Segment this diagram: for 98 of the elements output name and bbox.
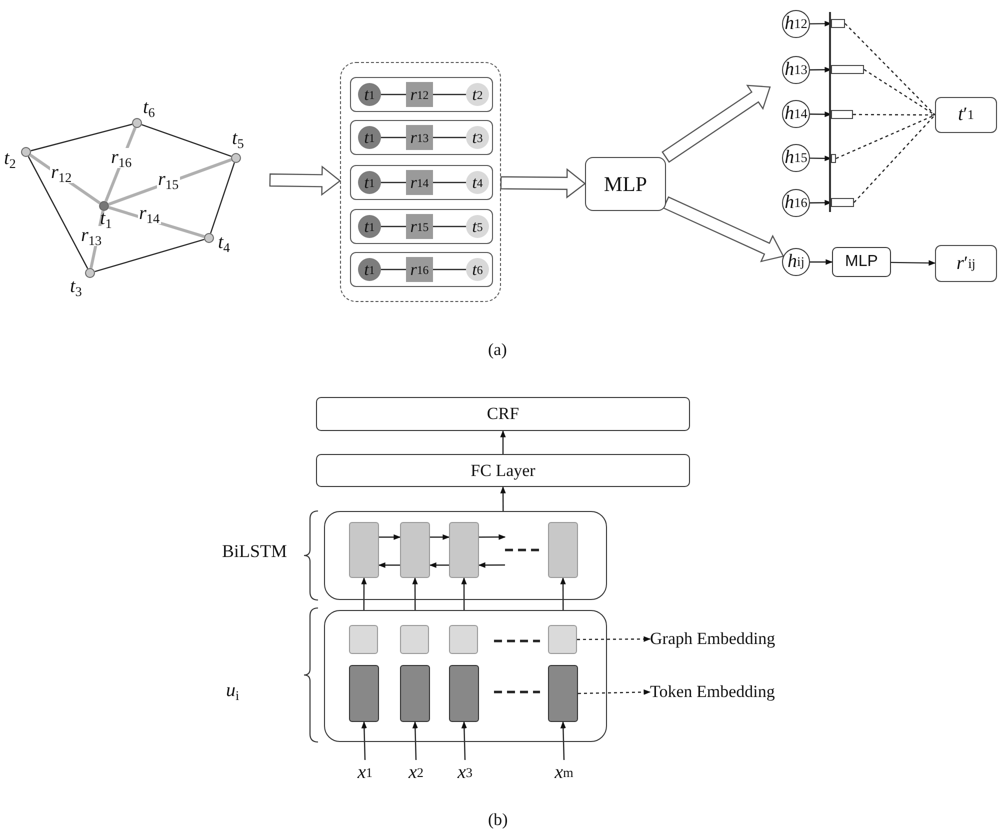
block-arrow [500, 168, 586, 199]
vertex-label: t$_{4}$ [218, 232, 230, 254]
lstm-cell [548, 522, 578, 578]
row-box [350, 209, 493, 244]
arrow [500, 486, 506, 511]
block-arrow [662, 196, 784, 262]
attention-bar [831, 154, 836, 163]
graph-embedding-block [548, 625, 577, 654]
token-embedding-block [548, 665, 578, 722]
row-box [350, 120, 493, 155]
token-embedding-block [449, 665, 479, 722]
arrow [810, 200, 832, 206]
connector-line [433, 226, 466, 228]
attention-bar [831, 198, 854, 207]
arrow [429, 562, 449, 568]
dashed-arrow [578, 689, 651, 695]
row-box [350, 252, 493, 287]
arrow [361, 721, 367, 760]
arrow [891, 260, 936, 266]
edge-label: r$_{16}$ [110, 148, 133, 168]
lstm-cell [449, 522, 479, 578]
arrow [810, 112, 832, 118]
arrow [500, 430, 506, 454]
vertex-label: t$_{2}$ [4, 148, 16, 170]
arrow [461, 721, 467, 760]
arrow [560, 577, 566, 610]
token-embedding-block [349, 665, 379, 722]
layer-box: FC Layer [316, 454, 690, 487]
arrow [479, 534, 506, 540]
connector-line [108, 206, 205, 238]
layer-panel [324, 610, 607, 742]
row-box [350, 165, 493, 200]
connector-line [381, 268, 406, 270]
connector-line [433, 268, 466, 270]
dashed-line [854, 114, 936, 203]
connector-line [433, 136, 466, 138]
mlp-box: MLP [585, 157, 666, 211]
arrow [412, 577, 418, 610]
layer-name: BiLSTM [222, 541, 288, 562]
connector-line [433, 182, 466, 184]
connector-line [381, 182, 406, 184]
connector-line [108, 158, 232, 206]
block-arrow [662, 84, 771, 163]
arrow [560, 721, 566, 760]
attention-bar [831, 110, 853, 119]
vertex-label: t$_{1}$ [100, 208, 112, 230]
connector-line [381, 94, 406, 96]
dashed-line [844, 23, 936, 116]
arrow [379, 534, 401, 540]
connector-line [30, 124, 132, 152]
arrow [412, 721, 418, 760]
arrow [810, 20, 832, 26]
panel-label: (a) [488, 340, 507, 360]
dashed-line [836, 114, 936, 160]
graph-embedding-block [449, 625, 478, 654]
lstm-cell [349, 522, 379, 578]
arrow [378, 562, 400, 568]
arrow [810, 156, 832, 162]
arrow [430, 534, 450, 540]
layer-name: u$_{i}$ [226, 680, 240, 702]
connector-line [381, 136, 406, 138]
arrow [810, 66, 832, 73]
layer-box: CRF [316, 397, 690, 431]
connector-line [90, 210, 104, 268]
connector-line [142, 124, 232, 157]
connector-line [94, 238, 204, 272]
arrow [810, 259, 833, 265]
connector-line [29, 154, 101, 204]
connector-line [381, 226, 406, 228]
dashed-line [853, 114, 935, 116]
dashed-container [340, 62, 501, 302]
attention-bar [831, 19, 845, 28]
arrow [461, 577, 467, 610]
layer-panel [324, 511, 607, 600]
arrow [478, 562, 505, 568]
connector-line [104, 127, 137, 202]
arrow [361, 577, 367, 610]
panel-label: (b) [488, 810, 508, 830]
connector-line [433, 94, 466, 96]
block-arrow [269, 165, 341, 196]
row-box [350, 77, 493, 112]
lstm-cell [400, 522, 430, 578]
embedding-label: Graph Embedding [650, 628, 820, 650]
token-embedding-block [400, 665, 430, 722]
attention-bar [831, 65, 864, 74]
graph-embedding-block [400, 625, 429, 654]
mlp-box: MLP [832, 247, 891, 277]
edge-label: r$_{13}$ [80, 226, 103, 246]
connector-line [28, 156, 88, 269]
vertex-label: t$_{3}$ [70, 276, 82, 298]
embedding-label: Token Embedding [650, 681, 820, 703]
connector-line [210, 162, 235, 234]
vertex-label: t$_{6}$ [143, 97, 155, 119]
vertex-label: t$_{5}$ [232, 128, 244, 150]
vertical-line [829, 12, 831, 212]
dashed-line [864, 69, 936, 116]
dashed-arrow [577, 636, 651, 642]
graph-embedding-block [349, 625, 378, 654]
